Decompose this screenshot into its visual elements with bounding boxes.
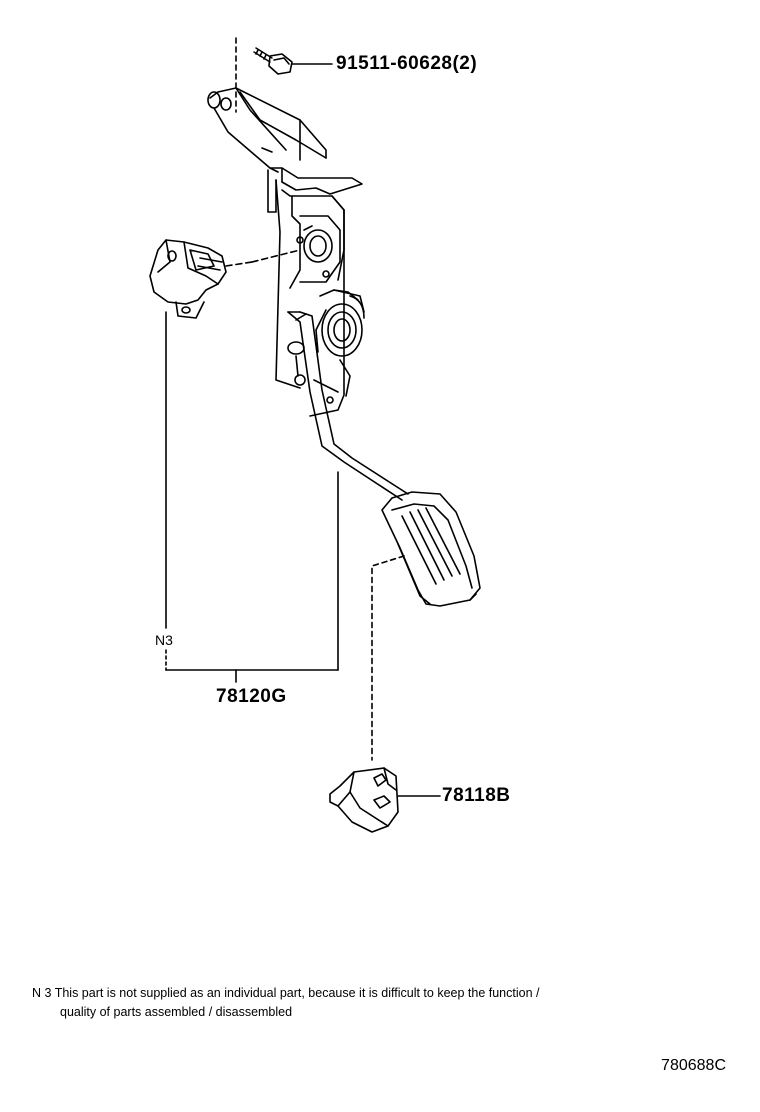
pedal-sensor: [149, 239, 301, 319]
pedal-stopper: [329, 767, 441, 833]
pedal-bracket: [207, 87, 365, 417]
stopper-part-number[interactable]: 78118B: [442, 785, 511, 806]
pedal-assy-part-number[interactable]: 78120G: [216, 686, 287, 707]
assembly-bracket: [165, 311, 339, 683]
footnote-line-2: quality of parts assembled / disassemble…: [60, 1005, 293, 1019]
drawing-id: 780688C: [661, 1057, 726, 1074]
note-marker: N3: [155, 632, 173, 648]
footnote: N 3 This part is not supplied as an indi…: [32, 984, 692, 1022]
stopper-dashed-guide: [371, 555, 405, 761]
pedal-pad: [381, 491, 481, 607]
pedal-lever: [287, 311, 409, 501]
bolt-part: [253, 47, 333, 75]
footnote-line-1: N 3 This part is not supplied as an indi…: [32, 986, 540, 1000]
bolt-part-number[interactable]: 91511-60628(2): [336, 53, 478, 74]
